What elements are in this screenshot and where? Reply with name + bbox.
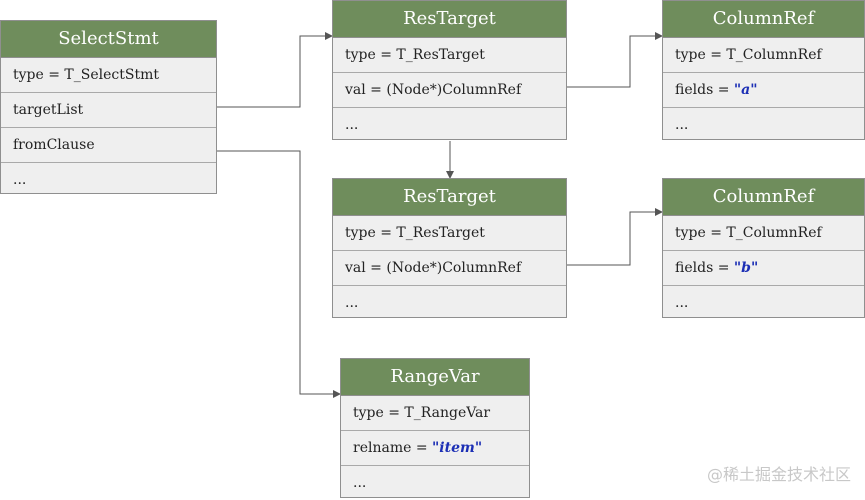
rangevar-node: RangeVar type = T_RangeVar relname = "it… <box>340 358 530 498</box>
fromclause-to-rangevar-connector <box>217 150 341 398</box>
restarget-val-field-2: val = (Node*)ColumnRef <box>333 251 566 286</box>
columnref-node-1: ColumnRef type = T_ColumnRef fields = "a… <box>662 0 865 140</box>
columnref-fields-label-1: fields = <box>675 82 734 98</box>
columnref-title-1: ColumnRef <box>663 1 864 38</box>
rangevar-type-field: type = T_RangeVar <box>341 396 529 431</box>
restarget-title-2: ResTarget <box>333 179 566 216</box>
restarget-more-field-2: ... <box>345 295 359 311</box>
rangevar-relname-value: "item" <box>432 440 483 456</box>
restarget-node-1: ResTarget type = T_ResTarget val = (Node… <box>332 0 567 140</box>
restarget-title-1: ResTarget <box>333 1 566 38</box>
selectstmt-node: SelectStmt type = T_SelectStmt targetLis… <box>0 20 217 194</box>
rangevar-more-field: ... <box>353 475 367 491</box>
columnref-title-2: ColumnRef <box>663 179 864 216</box>
columnref-type-field-1: type = T_ColumnRef <box>663 38 864 73</box>
selectstmt-more-field: ... <box>13 172 27 188</box>
targetlist-to-restarget-connector <box>217 32 333 108</box>
rangevar-relname-field: relname = "item" <box>341 431 529 466</box>
columnref-fields-value-1: "a" <box>733 82 758 98</box>
restarget-to-columnref-b-connector <box>567 208 663 266</box>
rangevar-relname-label: relname = <box>353 440 433 456</box>
columnref-fields-field-2: fields = "b" <box>663 251 864 286</box>
columnref-more-field-2: ... <box>675 295 689 311</box>
restarget-type-field-1: type = T_ResTarget <box>333 38 566 73</box>
columnref-fields-label-2: fields = <box>675 260 734 276</box>
watermark-text: @稀土掘金技术社区 <box>706 465 851 484</box>
restarget-type-field-2: type = T_ResTarget <box>333 216 566 251</box>
restarget-more-field-1: ... <box>345 117 359 133</box>
columnref-type-field-2: type = T_ColumnRef <box>663 216 864 251</box>
selectstmt-title: SelectStmt <box>1 21 216 58</box>
selectstmt-fromclause-field: fromClause <box>1 128 216 163</box>
columnref-fields-field-1: fields = "a" <box>663 73 864 108</box>
rangevar-title: RangeVar <box>341 359 529 396</box>
restarget-node-2: ResTarget type = T_ResTarget val = (Node… <box>332 178 567 318</box>
columnref-more-field-1: ... <box>675 117 689 133</box>
selectstmt-targetlist-field: targetList <box>1 93 216 128</box>
restarget-val-field-1: val = (Node*)ColumnRef <box>333 73 566 108</box>
columnref-fields-value-2: "b" <box>733 260 759 276</box>
selectstmt-type-field: type = T_SelectStmt <box>1 58 216 93</box>
columnref-node-2: ColumnRef type = T_ColumnRef fields = "b… <box>662 178 865 318</box>
restarget-to-columnref-a-connector <box>567 32 663 88</box>
